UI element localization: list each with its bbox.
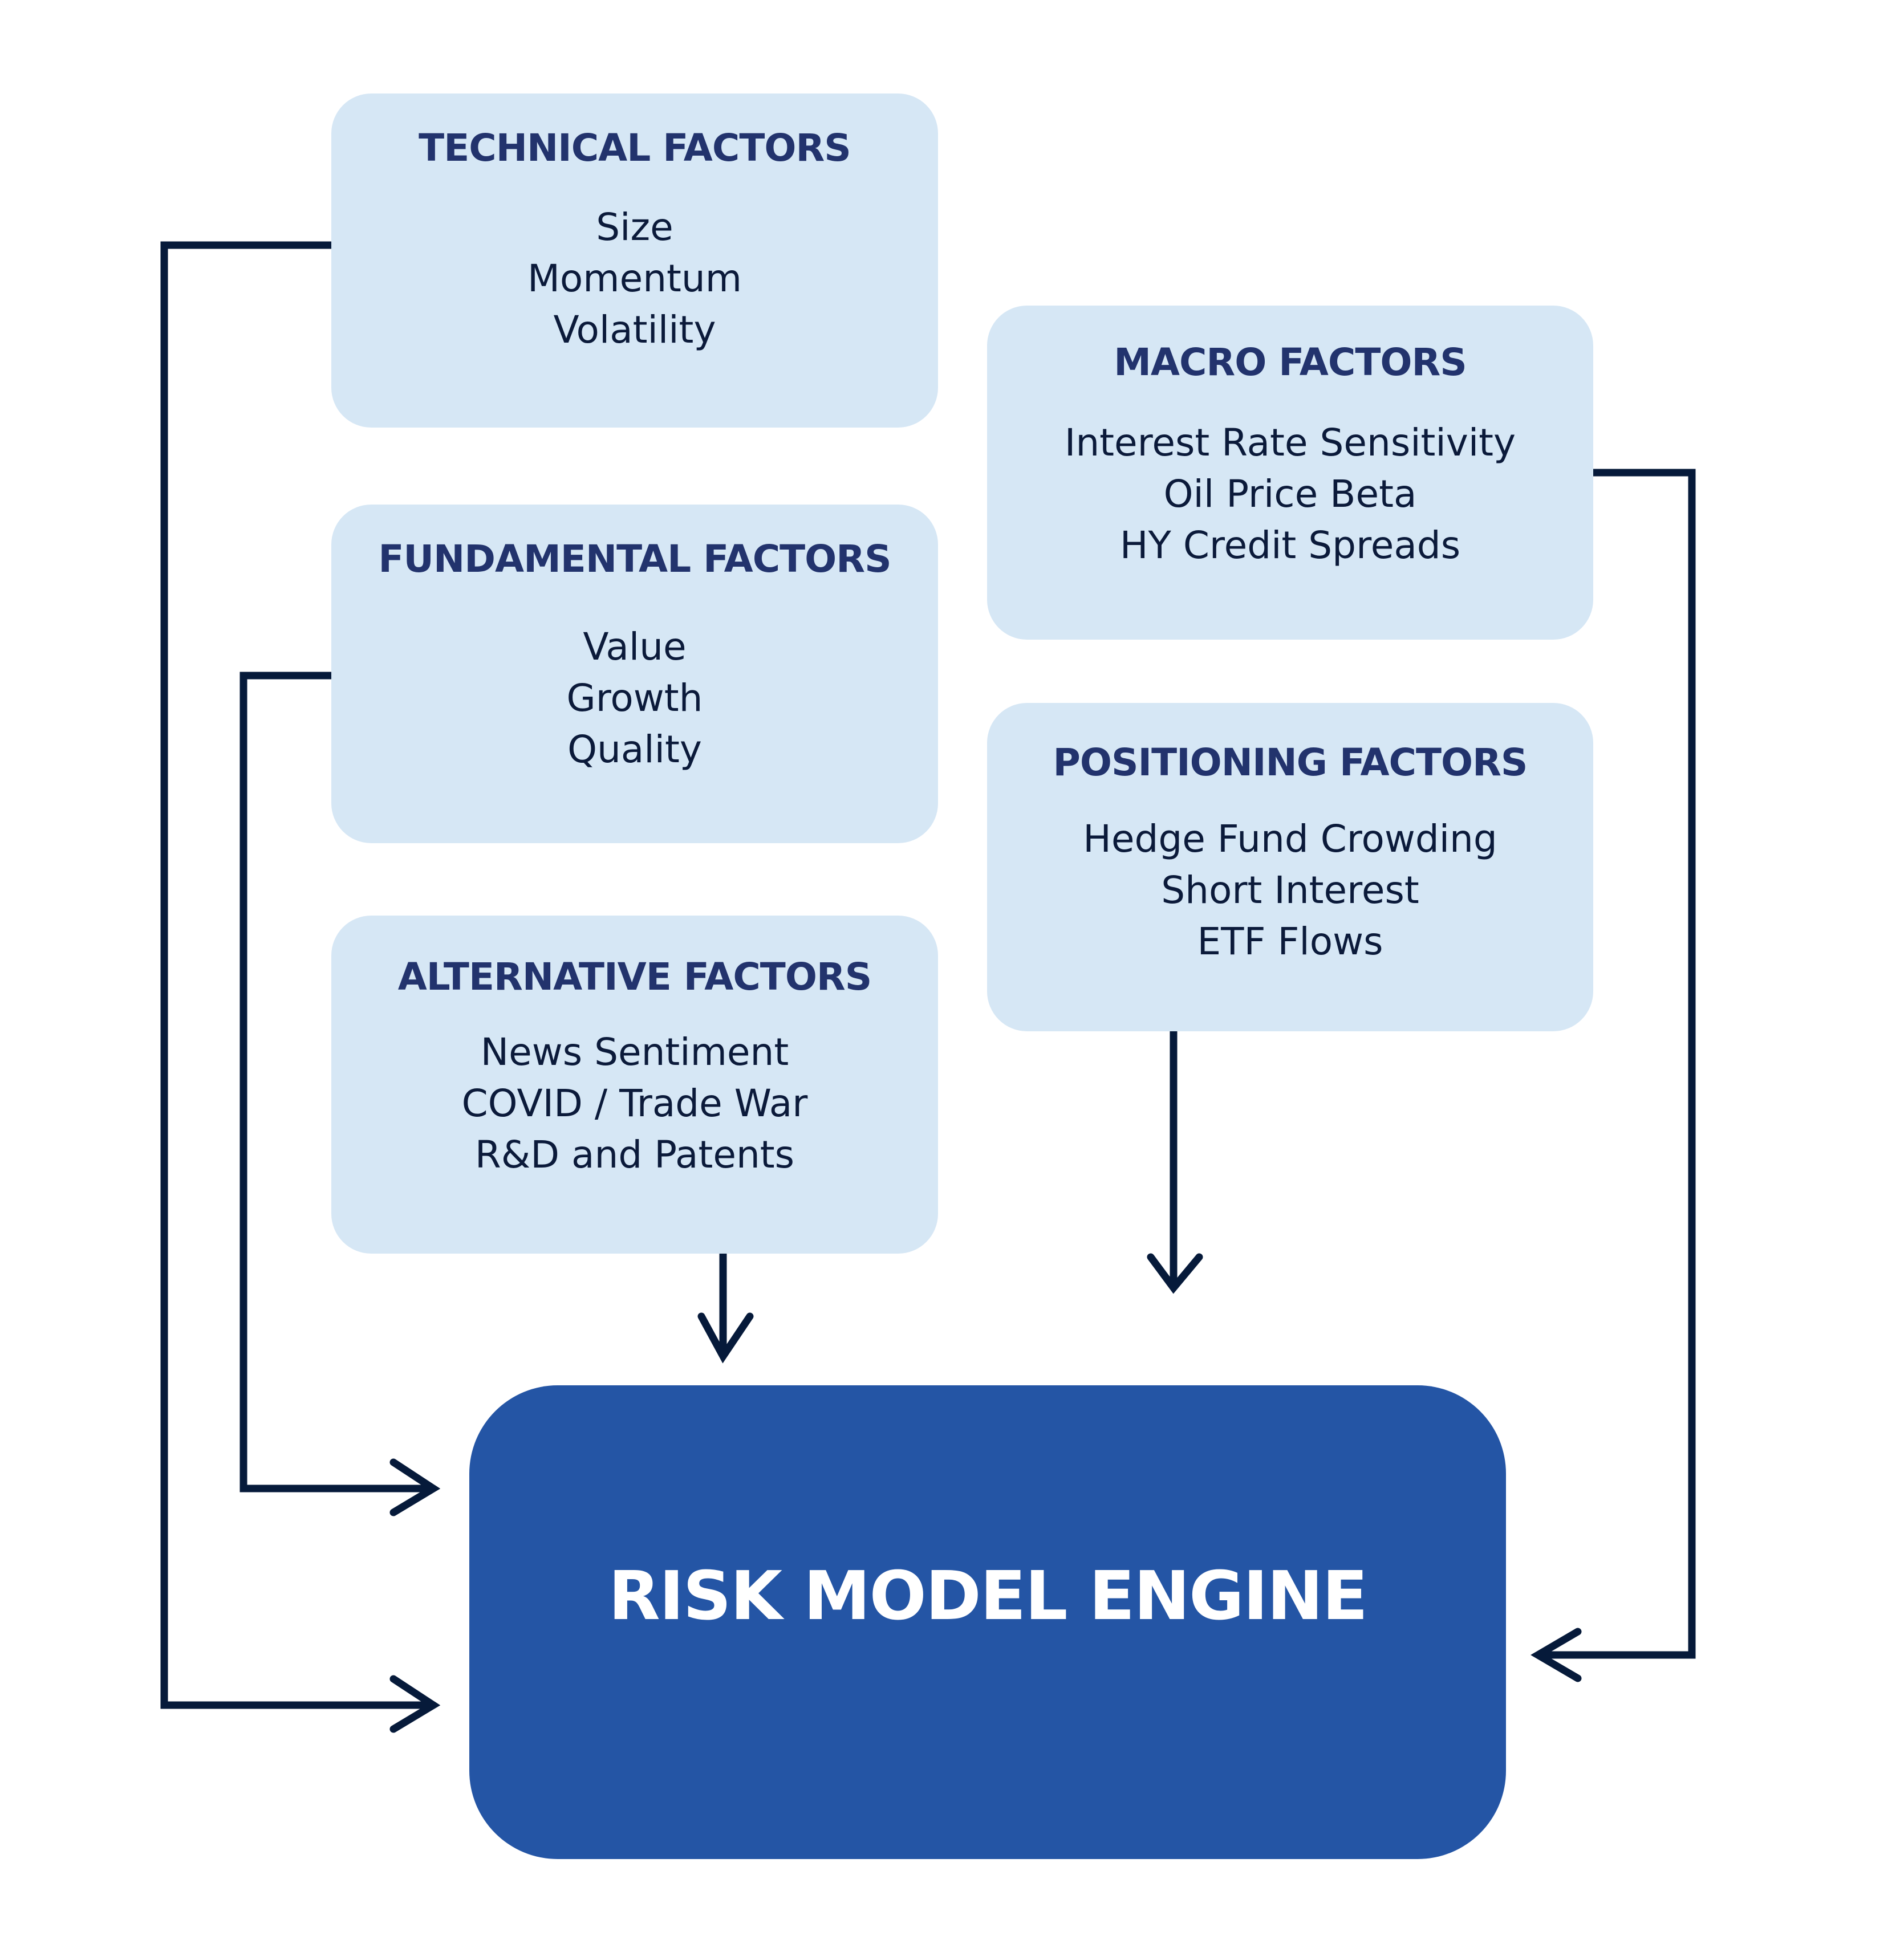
- factor-item: Hedge Fund Crowding: [1083, 817, 1497, 861]
- arrowhead-icon: [697, 1312, 754, 1364]
- factor-item: Oil Price Beta: [1163, 472, 1417, 516]
- factor-item-list: Size Momentum Volatility: [331, 202, 938, 356]
- arrowhead-icon: [389, 1675, 441, 1733]
- edge-technical-to-engine: [160, 241, 441, 1733]
- edge-macro-to-engine: [1530, 469, 1696, 1682]
- factor-box-technical: TECHNICAL FACTORS Size Momentum Volatili…: [331, 93, 938, 428]
- factor-item: Momentum: [527, 257, 742, 300]
- factor-box-fundamental: FUNDAMENTAL FACTORS Value Growth Quality: [331, 505, 938, 843]
- factor-item: Size: [596, 205, 673, 249]
- factor-item-list: Interest Rate Sensitivity Oil Price Beta…: [987, 417, 1593, 571]
- factor-item: ETF Flows: [1197, 920, 1383, 963]
- factor-item: COVID / Trade War: [461, 1081, 808, 1125]
- connector-line: [160, 241, 429, 1709]
- engine-label: RISK MODEL ENGINE: [608, 1556, 1368, 1635]
- factor-title: ALTERNATIVE FACTORS: [397, 955, 872, 999]
- edge-alternative-to-engine: [697, 1252, 754, 1364]
- connector-line: [1542, 469, 1696, 1659]
- factor-box-alternative: ALTERNATIVE FACTORS News Sentiment COVID…: [331, 916, 938, 1254]
- factor-item: News Sentiment: [480, 1030, 789, 1074]
- factor-box-macro: MACRO FACTORS Interest Rate Sensitivity …: [987, 306, 1593, 640]
- factor-title: POSITIONING FACTORS: [1053, 741, 1528, 784]
- edge-fundamental-to-engine: [239, 672, 441, 1516]
- factor-item-list: Value Growth Quality: [331, 621, 938, 775]
- factor-item: Interest Rate Sensitivity: [1064, 421, 1516, 465]
- factor-title: MACRO FACTORS: [1114, 340, 1467, 384]
- factor-item: Growth: [566, 676, 703, 720]
- factor-item: HY Credit Spreads: [1119, 523, 1461, 567]
- factor-item: Quality: [567, 727, 702, 771]
- factor-title: TECHNICAL FACTORS: [419, 126, 851, 170]
- factor-item: Volatility: [553, 308, 716, 352]
- edge-positioning-to-engine: [1147, 1030, 1203, 1294]
- factor-item-list: News Sentiment COVID / Trade War R&D and…: [331, 1027, 938, 1181]
- factor-item: Short Interest: [1161, 868, 1419, 912]
- factor-title: FUNDAMENTAL FACTORS: [378, 537, 891, 581]
- arrowhead-icon: [1530, 1628, 1582, 1682]
- risk-model-engine-box: RISK MODEL ENGINE: [469, 1385, 1506, 1859]
- factor-item: R&D and Patents: [474, 1133, 795, 1177]
- connector-line: [239, 672, 429, 1492]
- factor-item-list: Hedge Fund Crowding Short Interest ETF F…: [987, 814, 1593, 967]
- arrowhead-icon: [389, 1458, 441, 1516]
- factor-box-positioning: POSITIONING FACTORS Hedge Fund Crowding …: [987, 703, 1593, 1031]
- factor-item: Value: [583, 625, 687, 669]
- arrowhead-icon: [1147, 1253, 1203, 1294]
